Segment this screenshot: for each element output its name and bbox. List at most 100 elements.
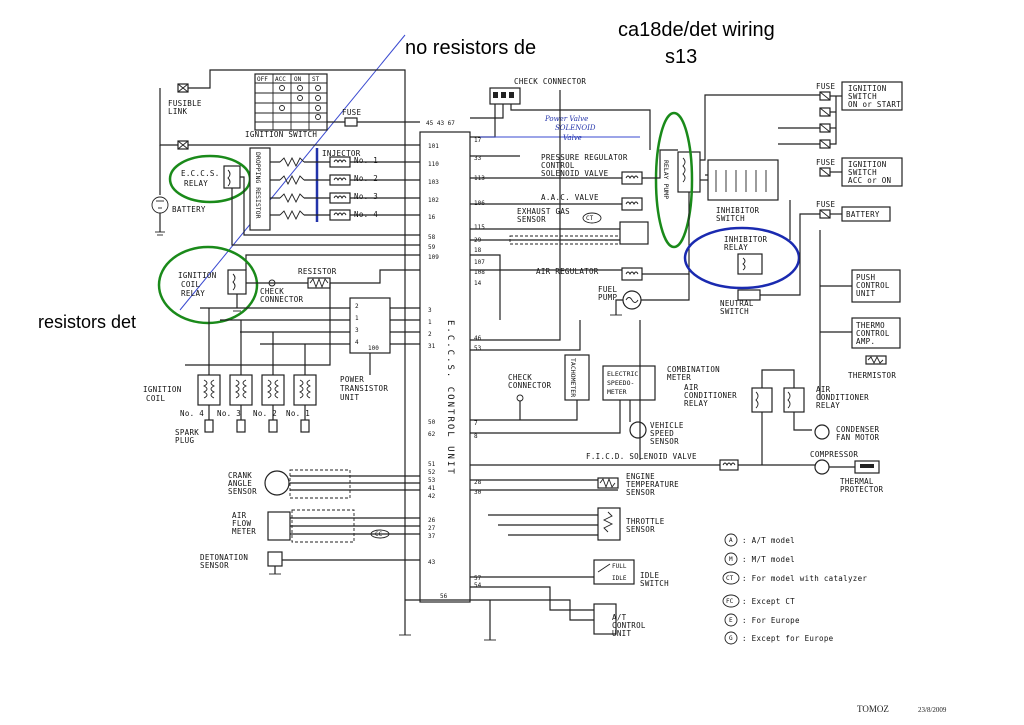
label-push-2: CONTROL bbox=[856, 281, 890, 290]
svg-text:101: 101 bbox=[428, 143, 439, 150]
label-afm-3: METER bbox=[232, 527, 256, 536]
label-igs2-1: IGNITION bbox=[848, 160, 887, 169]
fuse-symbol-1 bbox=[344, 117, 358, 127]
label-pr-3: SOLENOID VALVE bbox=[541, 169, 609, 178]
ign-switch-acc-box bbox=[841, 157, 903, 187]
label-dropping-resistor: DROPPING RESISTOR bbox=[254, 152, 262, 219]
detonation-sensor-symbol bbox=[267, 551, 283, 567]
crank-angle-sensor-symbol bbox=[264, 470, 290, 496]
svg-text:3: 3 bbox=[355, 327, 359, 334]
label-igs2-3: ACC or ON bbox=[848, 176, 891, 185]
label-ign-relay-2: COIL bbox=[181, 280, 200, 289]
svg-text:CC: CC bbox=[375, 531, 383, 538]
inhibitor-relay-symbol bbox=[737, 253, 763, 275]
label-det-1: DETONATION bbox=[200, 553, 248, 562]
dropping-resistor-box bbox=[249, 147, 271, 231]
svg-text:57: 57 bbox=[474, 575, 482, 582]
label-crank-3: SENSOR bbox=[228, 487, 257, 496]
eccs-control-unit bbox=[419, 131, 471, 603]
ignition-coil-relay-symbol bbox=[227, 269, 247, 295]
inhibitor-switch-block bbox=[707, 159, 779, 201]
label-pt-2: TRANSISTOR bbox=[340, 384, 388, 393]
air-flow-meter-symbol bbox=[267, 511, 291, 541]
legend: A : A/T model M : M/T model CT : For mod… bbox=[722, 533, 867, 645]
label-push-1: PUSH bbox=[856, 273, 875, 282]
label-inh-relay-1: INHIBITOR bbox=[724, 235, 768, 244]
svg-text:109: 109 bbox=[428, 254, 439, 261]
thermo-control-amp bbox=[851, 317, 901, 349]
label-egs-1: EXHAUST GAS bbox=[517, 207, 570, 216]
ignition-coils bbox=[197, 374, 317, 406]
label-thermo-2: CONTROL bbox=[856, 329, 890, 338]
speedometer-symbol bbox=[602, 365, 656, 401]
label-pt-3: UNIT bbox=[340, 393, 359, 402]
label-pr-1: PRESSURE REGULATOR bbox=[541, 153, 628, 162]
svg-text:4: 4 bbox=[355, 339, 359, 346]
svg-text:100: 100 bbox=[368, 345, 379, 352]
tachometer-symbol bbox=[564, 354, 590, 401]
label-at-3: UNIT bbox=[612, 629, 631, 638]
label-fuse-r2: FUSE bbox=[816, 158, 835, 167]
svg-text:53: 53 bbox=[474, 345, 482, 352]
label-idle-sw-2: SWITCH bbox=[640, 579, 669, 588]
label-idle: IDLE bbox=[612, 575, 627, 582]
label-vss-1: VEHICLE bbox=[650, 421, 684, 430]
label-eccs-relay-2: RELAY bbox=[184, 179, 208, 188]
legend-sym-m: M bbox=[729, 556, 733, 563]
legend-text-e: : For Europe bbox=[742, 616, 800, 625]
ct-mark: CT bbox=[586, 215, 594, 222]
svg-text:52: 52 bbox=[428, 469, 436, 476]
ac-relay-f-symbol bbox=[751, 387, 773, 413]
switch-acc-label: ACC bbox=[275, 76, 286, 83]
svg-text:2: 2 bbox=[355, 303, 359, 310]
label-ace-1: AIR bbox=[816, 385, 831, 394]
label-fusible: FUSIBLE bbox=[168, 99, 202, 108]
label-fusible-2: LINK bbox=[168, 107, 187, 116]
svg-text:28: 28 bbox=[474, 479, 482, 486]
label-pr-2: CONTROL bbox=[541, 161, 575, 170]
label-thermal-1: THERMAL bbox=[840, 477, 874, 486]
ign-switch-on-start-box bbox=[841, 81, 903, 111]
label-resistor: RESISTOR bbox=[298, 267, 337, 276]
svg-text:110: 110 bbox=[428, 161, 439, 168]
svg-text:17: 17 bbox=[474, 137, 482, 144]
label-ign-relay-1: IGNITION bbox=[178, 271, 217, 280]
label-fuse-r3: FUSE bbox=[816, 200, 835, 209]
legend-text-m: : M/T model bbox=[742, 555, 795, 564]
svg-text:56: 56 bbox=[440, 593, 448, 600]
label-check-2: CONNECTOR bbox=[260, 295, 304, 304]
svg-text:59: 59 bbox=[428, 244, 436, 251]
svg-text:102: 102 bbox=[428, 197, 439, 204]
label-thermo-3: AMP. bbox=[856, 337, 875, 346]
label-acf-1: AIR bbox=[684, 383, 699, 392]
switch-st-label: ST bbox=[312, 76, 320, 83]
condenser-fan-motor-symbol bbox=[814, 424, 830, 440]
legend-sym-ct: CT bbox=[726, 575, 734, 582]
handwritten-2: SOLENOID bbox=[555, 124, 596, 132]
label-injector-no1: No. 1 bbox=[354, 156, 378, 165]
label-igs1-3: ON or START bbox=[848, 100, 901, 109]
svg-text:16: 16 bbox=[428, 214, 436, 221]
label-eccs-unit: E.C.C.S. CONTROL UNIT bbox=[445, 320, 455, 476]
svg-text:62: 62 bbox=[428, 431, 436, 438]
svg-text:58: 58 bbox=[428, 234, 436, 241]
legend-text-ct: : For model with catalyzer bbox=[742, 574, 867, 583]
svg-text:27: 27 bbox=[428, 525, 436, 532]
label-neutral-1: NEUTRAL bbox=[720, 299, 754, 308]
label-det-2: SENSOR bbox=[200, 561, 229, 570]
svg-text:108: 108 bbox=[474, 269, 485, 276]
legend-sym-fc: FC bbox=[726, 598, 734, 605]
label-idle-sw-1: IDLE bbox=[640, 571, 659, 580]
label-cond-2: FAN MOTOR bbox=[836, 433, 880, 442]
label-inh-relay-2: RELAY bbox=[724, 243, 748, 252]
label-ign-relay-3: RELAY bbox=[181, 289, 205, 298]
legend-text-fc: : Except CT bbox=[742, 597, 795, 606]
annotation-title-1: ca18de/det wiring bbox=[618, 19, 775, 41]
label-crank-2: ANGLE bbox=[228, 479, 252, 488]
label-battery: BATTERY bbox=[172, 205, 206, 214]
svg-text:42: 42 bbox=[428, 493, 436, 500]
vehicle-speed-sensor-symbol bbox=[629, 421, 647, 439]
label-et-3: SENSOR bbox=[626, 488, 655, 497]
svg-text:14: 14 bbox=[474, 280, 482, 287]
